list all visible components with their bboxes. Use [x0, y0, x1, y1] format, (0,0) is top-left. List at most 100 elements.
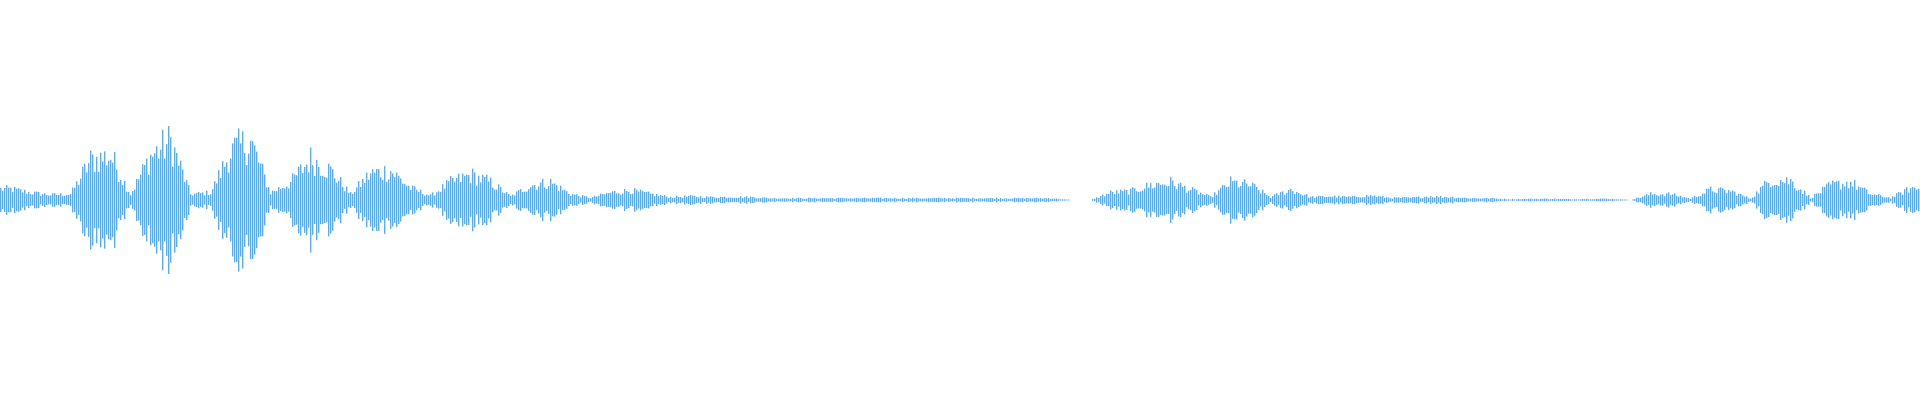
waveform-bar [1888, 197, 1890, 203]
waveform-bar [140, 174, 142, 226]
waveform-bar [910, 198, 912, 202]
waveform-bar [1164, 184, 1166, 216]
waveform-bar [796, 198, 798, 202]
waveform-bar [1542, 198, 1544, 202]
waveform-bar [1752, 197, 1754, 203]
waveform-bar [1578, 199, 1580, 201]
waveform-bar [962, 197, 964, 203]
waveform-bar [1194, 188, 1196, 212]
waveform-bar [420, 189, 422, 211]
waveform-bar [1384, 197, 1386, 203]
waveform-bar [1840, 189, 1842, 211]
waveform-bar [374, 172, 376, 228]
waveform-bar [372, 169, 374, 231]
waveform-bar [1750, 198, 1752, 202]
waveform-bar [1298, 193, 1300, 207]
waveform-bar [724, 196, 726, 204]
waveform-bar [248, 153, 250, 247]
waveform-bar [348, 192, 350, 208]
waveform-bar [634, 188, 636, 212]
waveform-bar [982, 198, 984, 202]
waveform-bar [774, 197, 776, 203]
waveform-bar [980, 198, 982, 202]
waveform-bar [1758, 193, 1760, 207]
waveform-bar [328, 163, 330, 237]
waveform-bar [254, 145, 256, 255]
waveform-bar [60, 193, 62, 207]
waveform-bar [1898, 192, 1900, 208]
waveform-bar [1874, 194, 1876, 206]
waveform-bar [1266, 194, 1268, 205]
waveform-bar [1464, 197, 1466, 203]
waveform-bar [1480, 198, 1482, 202]
waveform-bar [686, 196, 688, 204]
waveform-bar [76, 181, 78, 219]
waveform-bar [338, 180, 340, 220]
waveform-bar [1122, 190, 1124, 210]
waveform-bar [1110, 190, 1112, 210]
waveform-bar [1234, 180, 1236, 220]
waveform-bar [826, 198, 828, 202]
waveform-bar [128, 192, 130, 208]
waveform-bar [876, 197, 878, 203]
waveform-bar [1154, 187, 1156, 213]
waveform-bar [674, 197, 676, 203]
waveform-bar [760, 198, 762, 202]
waveform-bar [1174, 186, 1176, 214]
waveform-bar [1562, 199, 1564, 201]
waveform-bar [446, 180, 448, 220]
waveform-bar [1202, 194, 1204, 206]
waveform-bar [1606, 198, 1608, 202]
waveform-bar [1330, 196, 1332, 204]
waveform-bar [250, 140, 252, 260]
waveform-bar [1864, 187, 1866, 213]
waveform-bar [240, 143, 242, 257]
waveform-bar [244, 153, 246, 247]
waveform-bar [10, 187, 12, 213]
waveform-bar [94, 171, 96, 229]
waveform-bar [1270, 197, 1272, 203]
waveform-bar [1908, 192, 1910, 208]
waveform-bar [1468, 198, 1470, 202]
waveform-bar [208, 195, 210, 205]
waveform-bar [1438, 197, 1440, 203]
waveform-bar [1496, 198, 1498, 202]
waveform-bar [1206, 194, 1208, 206]
waveform-bar [854, 198, 856, 202]
waveform-bar [1816, 193, 1818, 207]
waveform-bar [780, 198, 782, 202]
waveform-bar [904, 198, 906, 202]
waveform-bar [1400, 198, 1402, 203]
waveform-bar [412, 185, 414, 215]
waveform-bar [36, 191, 38, 209]
waveform-bar [672, 197, 674, 203]
waveform-bar [284, 188, 286, 212]
waveform-bar [1722, 188, 1724, 212]
waveform-bar [592, 197, 594, 204]
waveform-bar [1252, 182, 1254, 218]
waveform-bar [1040, 198, 1042, 202]
waveform-bar [790, 198, 792, 202]
waveform-bar [970, 198, 972, 202]
waveform-bar [1790, 178, 1792, 222]
waveform-bar [1642, 196, 1644, 204]
waveform-bar [1582, 199, 1584, 201]
waveform-bar [1104, 196, 1106, 204]
waveform-bar [340, 177, 342, 223]
waveform-bar [764, 197, 766, 203]
waveform-bar [1692, 197, 1694, 203]
waveform-bar [454, 181, 456, 219]
waveform-bar [156, 146, 158, 254]
waveform-bar [1558, 199, 1560, 202]
waveform-bar [1258, 190, 1260, 210]
waveform-bar [912, 197, 914, 203]
waveform-bar [458, 173, 460, 227]
waveform-bar [584, 196, 586, 204]
waveform-bar [508, 194, 510, 207]
waveform-bar [1600, 198, 1602, 202]
waveform-bar [1854, 179, 1856, 221]
waveform-bar [384, 166, 386, 234]
waveform-bar [1190, 189, 1192, 211]
waveform-bar [190, 194, 192, 206]
waveform-bar [614, 191, 616, 209]
